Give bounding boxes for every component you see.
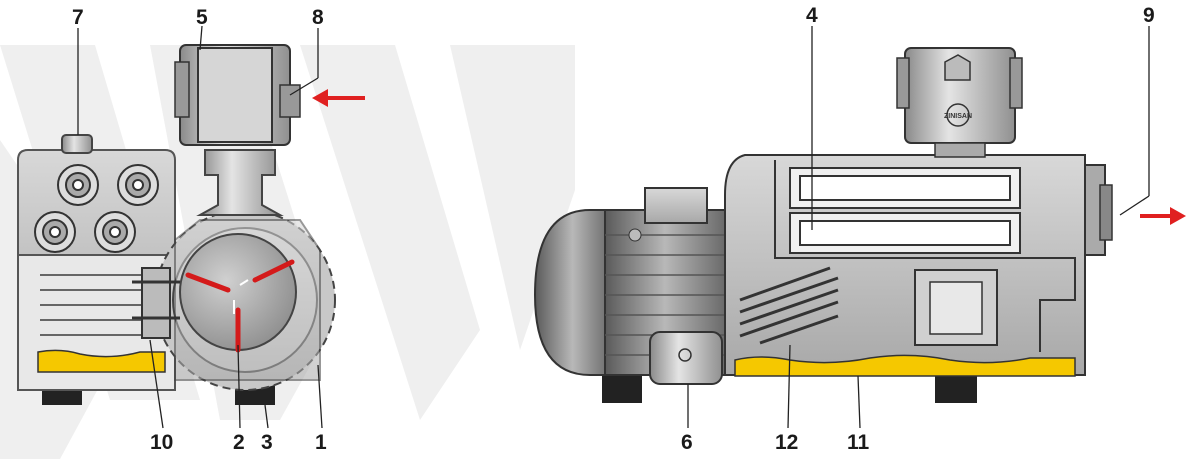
inlet-arrow	[312, 89, 365, 107]
vanes	[185, 259, 295, 353]
pump-front-view: ZINISAN	[533, 47, 1186, 403]
leader-lines	[77, 25, 1150, 429]
label-5: 5	[196, 6, 208, 29]
label-9: 9	[1143, 4, 1155, 27]
exhaust-filter-caps	[34, 164, 159, 253]
exhaust-arrow	[1140, 207, 1186, 225]
exhaust-filters	[789, 167, 1021, 254]
oil-filler-cap	[61, 134, 93, 154]
foot-body	[935, 375, 977, 403]
label-8: 8	[312, 6, 324, 29]
label-1: 1	[315, 431, 327, 454]
label-2: 2	[233, 431, 245, 454]
oil-reservoir-right	[734, 354, 1076, 377]
foot-motor	[602, 375, 642, 403]
label-7: 7	[72, 6, 84, 29]
brand-logo-emblem	[946, 103, 970, 127]
label-4: 4	[806, 4, 818, 27]
terminal-box	[644, 187, 708, 224]
pump-side-view	[17, 44, 365, 405]
label-11: 11	[847, 431, 870, 454]
cooling-coil	[739, 266, 839, 345]
label-6: 6	[681, 431, 693, 454]
valve-assembly	[141, 267, 171, 339]
motor-end-cap	[533, 209, 611, 376]
oil-filter	[649, 331, 723, 385]
label-3: 3	[261, 431, 273, 454]
callout-labels: 7 5 8 4 9 10 2 3 1 6 12 11	[72, 4, 1155, 454]
label-12: 12	[775, 431, 798, 454]
oil-reservoir-left	[37, 349, 166, 373]
label-10: 10	[150, 431, 173, 454]
brand-logo: ZINISAN	[944, 113, 972, 120]
